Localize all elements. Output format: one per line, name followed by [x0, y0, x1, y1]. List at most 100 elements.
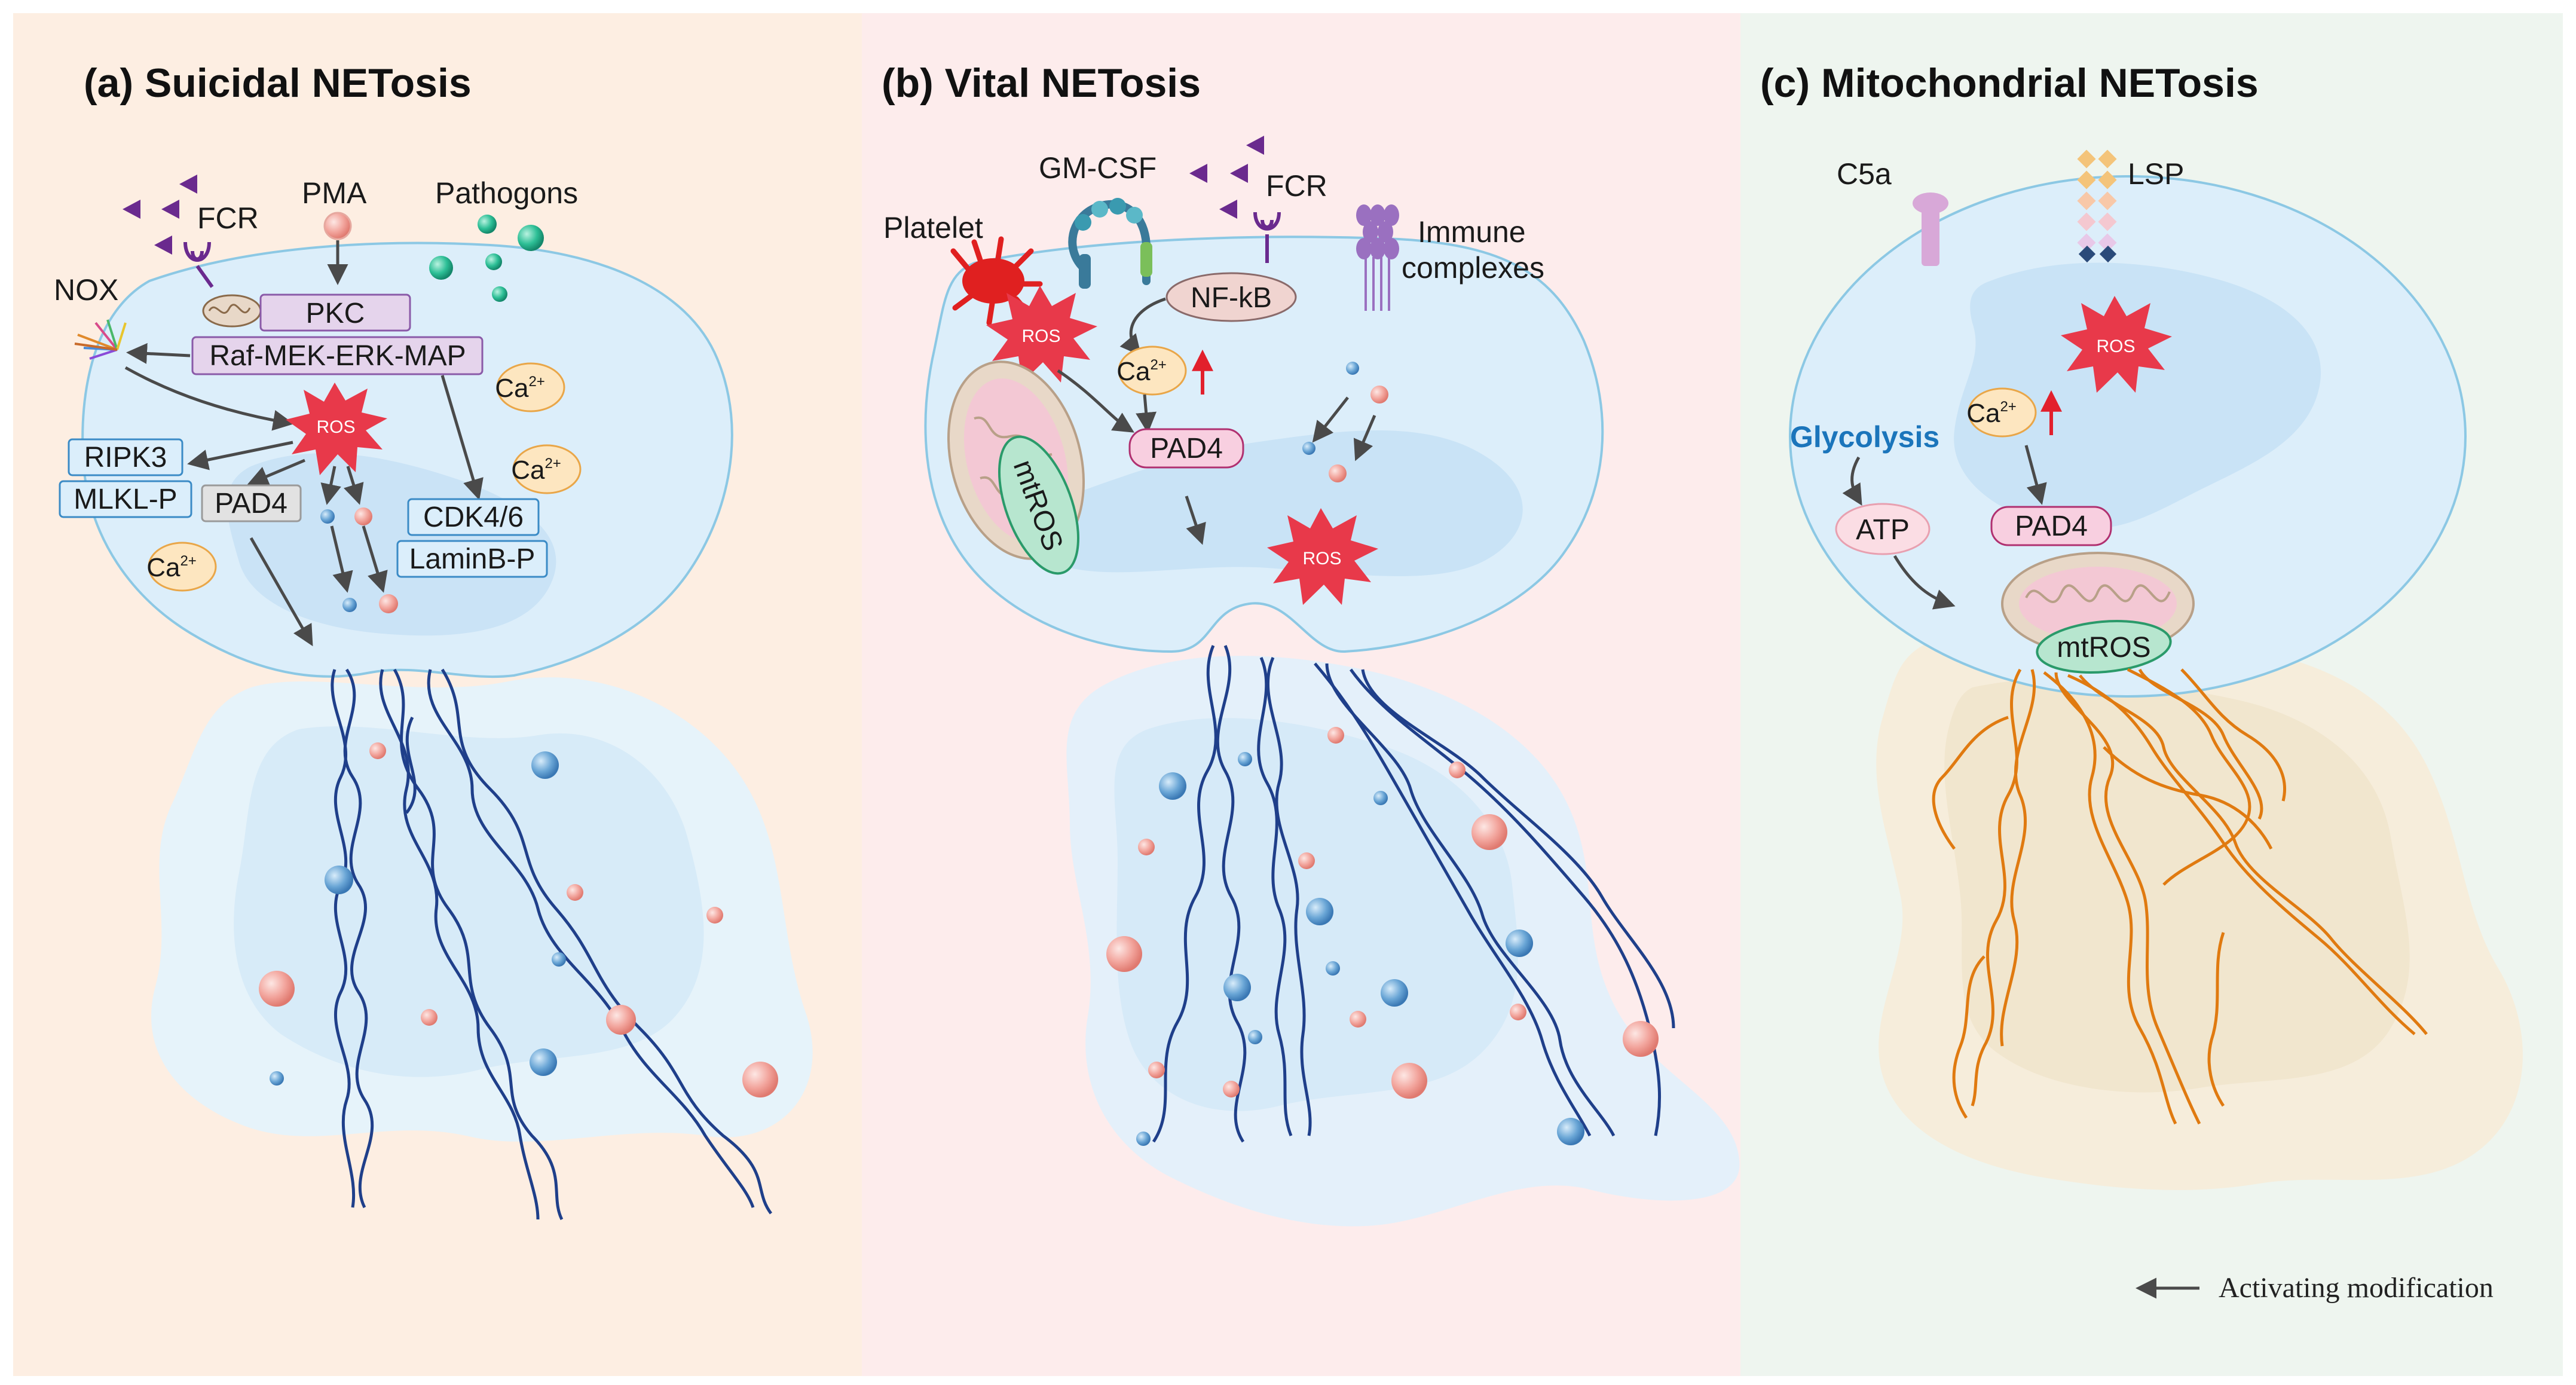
pad4-box-a [201, 484, 302, 522]
pad4-to-nucleus-arrow [249, 537, 313, 647]
gm-csf-label: GM-CSF [1039, 151, 1157, 185]
atp-to-mitochondrion-arrow [1893, 555, 1956, 610]
granule-pink-a2 [379, 594, 398, 613]
ros-to-pad4-arrow-a [247, 458, 305, 487]
granule-arrow-3 [330, 525, 353, 593]
ros-to-granule-arrow-1 [320, 466, 341, 505]
net-granules-a [259, 742, 778, 1097]
ros-to-granule-arrow-2 [343, 466, 364, 505]
pkc-box [259, 293, 411, 332]
granule-pink-a1 [354, 507, 372, 525]
immune-complexes-label-line1: Immune [1418, 215, 1526, 249]
laminb-p-label: LaminB-P [409, 543, 536, 575]
svg-text:ROS: ROS [316, 417, 355, 437]
svg-text:Ca2+: Ca2+ [1966, 399, 2017, 428]
nfkb-to-ca-arrow [1119, 297, 1166, 356]
pathogens-label: Pathogons [435, 176, 578, 210]
legend-label: Activating modification [2219, 1272, 2494, 1304]
ripk3-box [68, 438, 183, 476]
fcr-ligands-a [123, 175, 197, 255]
panel-b-title: (b) Vital NETosis [882, 60, 1201, 106]
net-granules-b [1106, 727, 1659, 1146]
fc-receptor-b-icon [1253, 212, 1281, 263]
cdk46-label: CDK4/6 [423, 502, 524, 533]
pkc-label: PKC [306, 298, 365, 329]
granule-blue-b1 [1346, 362, 1359, 375]
granule-arrow-b1 [1312, 396, 1349, 443]
panel-b: (b) Vital NETosis [882, 60, 1740, 1227]
fcr-ligands-b [1189, 136, 1264, 219]
immune-complexes-label-line2: complexes [1402, 251, 1544, 285]
calcium-badge-a3: Ca2+ [146, 542, 217, 592]
fcr-label-b: FCR [1266, 169, 1327, 203]
platelet-label: Platelet [883, 211, 983, 244]
glycolysis-label: Glycolysis [1790, 420, 1939, 454]
immune-complex-icon [1356, 204, 1399, 311]
ripk3-label: RIPK3 [84, 442, 167, 473]
nox-to-ros-arrow [124, 366, 294, 431]
mtros-badge-b: mtROS [998, 435, 1079, 575]
svg-text:ROS: ROS [1021, 326, 1060, 346]
svg-text:Ca2+: Ca2+ [495, 374, 545, 403]
calcium-badge-c: Ca2+ [1966, 387, 2037, 438]
nf-kb-label: NF-kB [1191, 282, 1272, 314]
pma-label: PMA [302, 176, 367, 210]
granule-arrow-b2 [1353, 415, 1376, 461]
c5a-label: C5a [1837, 157, 1892, 191]
raf-mek-erk-map-label: Raf-MEK-ERK-MAP [209, 340, 466, 372]
raf-to-nox-arrow [126, 343, 191, 364]
pad4-to-nucleus-arrow-b [1185, 496, 1206, 545]
svg-text:Ca2+: Ca2+ [146, 553, 197, 582]
gm-csf-receptor-icon [1068, 198, 1152, 289]
nox-label: NOX [54, 273, 118, 307]
pad4-box-c [1990, 506, 2112, 546]
ros-star-c: ROS [2061, 296, 2172, 393]
pad4-label-a: PAD4 [215, 488, 287, 519]
atp-badge [1835, 503, 1931, 555]
svg-text:mtROS: mtROS [2057, 632, 2150, 664]
panel-a: (a) Suicidal NETosis [54, 60, 813, 1221]
nox-complex-icon [74, 319, 127, 360]
ros-star-a: ROS [286, 383, 387, 475]
pma-molecule [323, 212, 352, 240]
nf-kb-badge [1165, 272, 1297, 322]
mlkl-p-label: MLKL-P [74, 484, 177, 515]
granule-pink-b1 [1370, 386, 1388, 403]
nucleus-c [1954, 262, 2321, 530]
granule-pink-b2 [1329, 464, 1347, 482]
pad4-label-c: PAD4 [2015, 510, 2088, 542]
mitochondrion-a-icon [202, 294, 262, 328]
svg-text:ROS: ROS [1302, 549, 1341, 568]
pad4-box-b [1128, 428, 1244, 469]
fcr-label-a: FCR [197, 201, 259, 235]
net-dna-c [1932, 668, 2428, 1125]
granule-blue-a2 [342, 598, 357, 612]
ros-star-b1: ROS [986, 286, 1097, 383]
panel-c: (c) Mitochondrial NETosis C5a LSP [1760, 60, 2523, 1304]
granule-blue-a1 [320, 509, 335, 524]
glycolysis-to-atp-arrow [1842, 456, 1862, 506]
ca-to-pad4-arrow-b [1136, 394, 1157, 433]
net-cloud-a-inner [234, 726, 704, 1077]
svg-text:ROS: ROS [2096, 337, 2135, 356]
atp-label: ATP [1856, 514, 1910, 546]
mtros-badge-c: mtROS [2036, 620, 2172, 674]
panel-a-title: (a) Suicidal NETosis [84, 60, 472, 106]
net-cloud-c-inner [1944, 678, 2410, 1093]
granule-arrow-4 [362, 525, 388, 593]
net-dna-b [1152, 645, 1675, 1143]
c5a-receptor-icon [1913, 192, 1948, 266]
mlkl-p-box [59, 480, 192, 518]
pathogens-icon [429, 215, 544, 302]
pad4-label-b: PAD4 [1150, 433, 1223, 464]
fc-receptor-a-icon [183, 241, 214, 288]
laminb-p-box [396, 540, 548, 578]
calcium-badge-a2: Ca2+ [511, 444, 582, 494]
svg-text:Ca2+: Ca2+ [1116, 357, 1167, 386]
ca-to-pad4-arrow-c [2024, 445, 2047, 505]
ros-to-ripk3-arrow [187, 441, 293, 470]
lsp-molecules-icon [2077, 149, 2117, 263]
svg-text:Ca2+: Ca2+ [511, 455, 561, 485]
ros-to-pad4-arrow-b [1057, 369, 1134, 433]
